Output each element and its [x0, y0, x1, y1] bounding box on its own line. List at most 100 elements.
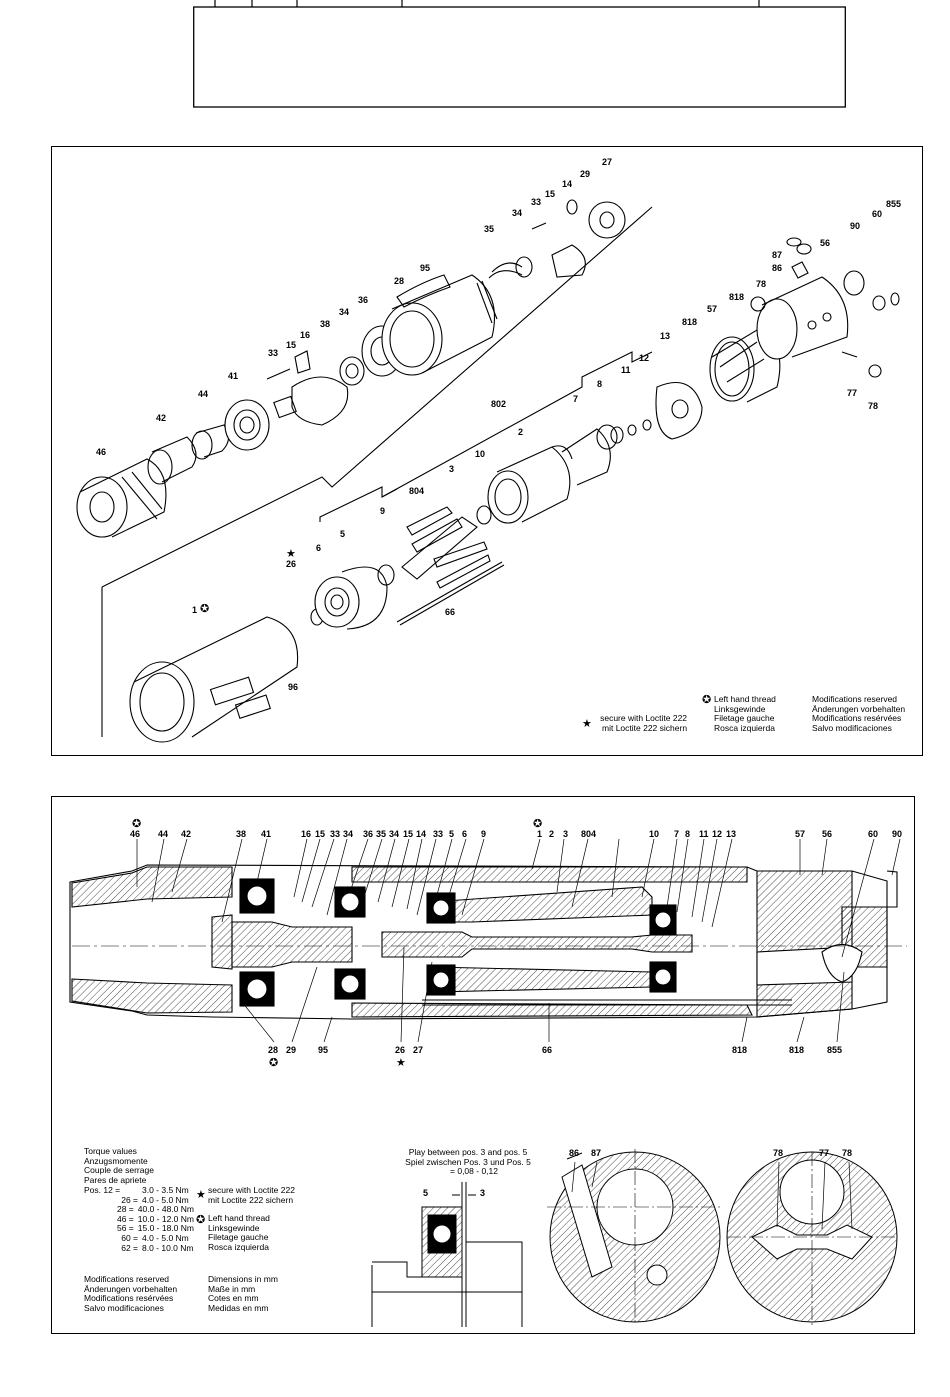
section-callout-33b: 33 [433, 829, 444, 839]
callout-38: 38 [320, 319, 331, 329]
table-frame [193, 0, 846, 108]
exploded-view-panel: 27 29 14 15 33 34 35 95 28 36 34 38 16 1… [51, 146, 923, 756]
upper-planet-parts [488, 199, 626, 279]
detail-callout-87: 87 [591, 1148, 602, 1158]
section-callout-818a: 818 [732, 1045, 748, 1055]
callout-78b: 78 [868, 401, 879, 411]
dimensions-note: Dimensions in mm Maße in mm Cotes en mm … [208, 1274, 278, 1313]
callout-35: 35 [484, 224, 495, 234]
section-callout-33: 33 [330, 829, 341, 839]
torque-row: 28 =40.0 - 48.0 Nm [116, 1204, 194, 1215]
callout-855: 855 [886, 199, 902, 209]
section-callout-34: 34 [343, 829, 354, 839]
section-callout-8: 8 [685, 829, 691, 839]
section-callout-42: 42 [181, 829, 192, 839]
housing-part [129, 616, 299, 743]
callout-802: 802 [491, 399, 507, 409]
section-callout-26: 26 [395, 1045, 406, 1055]
torque-row: 56 =15.0 - 18.0 Nm [116, 1223, 194, 1234]
section-callout-804: 804 [581, 829, 597, 839]
callout-818b: 818 [682, 317, 698, 327]
detail-circle-2 [726, 1151, 898, 1325]
ring-gear-part [381, 274, 498, 376]
rotor-parts [310, 506, 505, 630]
section-callout-95: 95 [318, 1045, 329, 1055]
callout-14: 14 [562, 179, 573, 189]
callout-3: 3 [449, 464, 455, 474]
callout-34: 34 [512, 208, 523, 218]
modifications-note: Modifications reserved Änderungen vorbeh… [812, 694, 906, 733]
section-callout-34b: 34 [389, 829, 400, 839]
star-icon: ★ [286, 548, 296, 560]
callout-42: 42 [156, 413, 167, 423]
top-table-fragment [193, 0, 846, 108]
play-label-3: 3 [480, 1188, 486, 1198]
play-note: Play between pos. 3 and pos. 5 Spiel zwi… [405, 1147, 531, 1177]
section-callout-7: 7 [674, 829, 680, 839]
torque-row: 46 =10.0 - 12.0 Nm [116, 1213, 194, 1224]
left-hand-thread-icon: ✪ [269, 1057, 279, 1069]
left-hand-thread-icon: ✪ [533, 818, 543, 830]
callout-28: 28 [394, 276, 405, 286]
callout-15: 15 [545, 189, 556, 199]
callout-96: 96 [288, 682, 299, 692]
section-callout-44: 44 [158, 829, 169, 839]
torque-row: Pos. 12 =3.0 - 3.5 Nm [84, 1185, 189, 1195]
callout-804: 804 [409, 486, 425, 496]
exploded-view-drawing [76, 199, 900, 743]
left-hand-thread-note: Left hand thread Linksgewinde Filetage g… [714, 694, 776, 733]
torque-row: 60 =4.0 - 5.0 Nm [121, 1232, 189, 1243]
callout-86: 86 [772, 263, 783, 273]
callout-9: 9 [380, 506, 386, 516]
play-label-5: 5 [423, 1188, 429, 1198]
play-detail [371, 1182, 523, 1327]
modifications-note-bottom: Modifications reserved Änderungen vorbeh… [84, 1274, 178, 1313]
section-callout-28: 28 [268, 1045, 279, 1055]
detail-callout-86: 86 [569, 1148, 580, 1158]
callout-1: 1 [192, 605, 198, 615]
section-callout-6: 6 [462, 829, 468, 839]
sectional-view-panel: ✪ 46 44 42 38 41 16 15 33 34 36 35 34 15… [51, 796, 915, 1334]
torque-table: Pos. 12 =3.0 - 3.5 Nm 26 =4.0 - 5.0 Nm 2… [84, 1185, 194, 1253]
callout-13: 13 [660, 331, 671, 341]
detail-callout-78b: 78 [842, 1148, 853, 1158]
detail-callout-78: 78 [773, 1148, 784, 1158]
callout-26: 26 [286, 559, 297, 569]
section-callout-56: 56 [822, 829, 833, 839]
bearing [239, 878, 677, 1007]
star-icon: ★ [396, 1057, 406, 1069]
sectional-drawing [69, 838, 907, 1327]
loctite-note: secure with Loctite 222 mit Loctite 222 … [600, 713, 688, 733]
section-callout-818b: 818 [789, 1045, 805, 1055]
section-callout-12: 12 [712, 829, 723, 839]
callout-46: 46 [96, 447, 107, 457]
callout-29: 29 [580, 169, 591, 179]
cylinder-parts [476, 419, 652, 525]
callout-95: 95 [420, 263, 431, 273]
section-callout-57: 57 [795, 829, 806, 839]
torque-heading: Torque values Anzugsmomente Couple de se… [84, 1146, 154, 1185]
left-hand-thread-icon: ✪ [200, 603, 210, 615]
callout-15b: 15 [286, 340, 297, 350]
front-parts [76, 399, 270, 538]
star-icon: ★ [582, 718, 592, 730]
callout-10: 10 [475, 449, 486, 459]
section-callout-855: 855 [827, 1045, 843, 1055]
callout-6: 6 [316, 543, 322, 553]
callout-60: 60 [872, 209, 883, 219]
section-callout-15: 15 [315, 829, 326, 839]
section-callout-1: 1 [537, 829, 543, 839]
detail-circle-1 [547, 1149, 722, 1325]
callout-5: 5 [340, 529, 346, 539]
left-hand-thread-note-bottom: Left hand thread Linksgewinde Filetage g… [208, 1213, 270, 1252]
section-callout-60: 60 [868, 829, 879, 839]
callout-87: 87 [772, 250, 783, 260]
rear-plate-parts [655, 326, 781, 440]
callout-78: 78 [756, 279, 767, 289]
callout-56: 56 [820, 238, 831, 248]
callout-57: 57 [707, 304, 718, 314]
callout-66: 66 [445, 607, 456, 617]
section-callout-2: 2 [549, 829, 555, 839]
callout-2: 2 [518, 427, 524, 437]
section-callout-5: 5 [449, 829, 455, 839]
